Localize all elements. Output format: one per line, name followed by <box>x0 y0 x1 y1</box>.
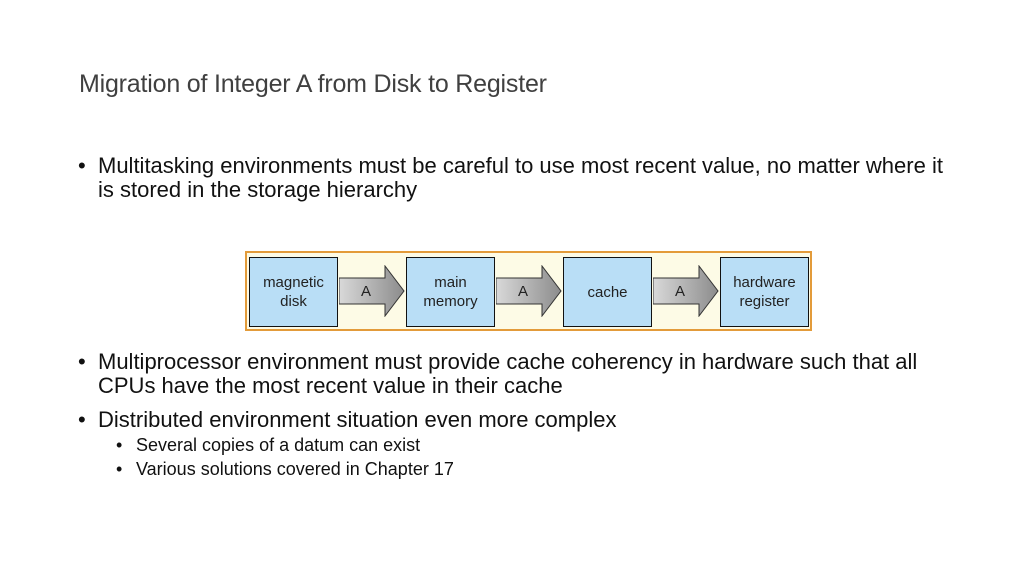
node-main-memory: main memory <box>406 257 495 327</box>
arrow-right-icon <box>339 265 405 317</box>
bullet-distributed: Distributed environment situation even m… <box>78 408 958 433</box>
node-cache: cache <box>563 257 652 327</box>
bullet-multiprocessor: Multiprocessor environment must provide … <box>78 350 958 398</box>
node-label: magnetic disk <box>263 274 324 310</box>
node-magnetic-disk: magnetic disk <box>249 257 338 327</box>
bullet-multitasking: Multitasking environments must be carefu… <box>78 154 958 202</box>
sub-bullet-list: Several copies of a datum can exist Vari… <box>78 433 958 481</box>
arrow-right-icon <box>653 265 719 317</box>
node-hardware-register: hardware register <box>720 257 809 327</box>
sub-bullet-copies: Several copies of a datum can exist <box>78 433 958 457</box>
arrow-label: A <box>674 282 685 300</box>
arrow-cache-to-register: A <box>653 265 719 317</box>
arrow-label: A <box>360 282 371 300</box>
bullet-list-bottom: Multiprocessor environment must provide … <box>78 350 958 482</box>
node-label: main memory <box>423 274 478 310</box>
arrow-memory-to-cache: A <box>496 265 562 317</box>
arrow-right-icon <box>496 265 562 317</box>
node-label: cache <box>587 283 628 301</box>
arrow-disk-to-memory: A <box>339 265 405 317</box>
bullet-list-top: Multitasking environments must be carefu… <box>78 154 958 212</box>
slide-title: Migration of Integer A from Disk to Regi… <box>79 70 547 98</box>
arrow-label: A <box>517 282 528 300</box>
sub-bullet-solutions: Various solutions covered in Chapter 17 <box>78 457 958 481</box>
node-label: hardware register <box>733 274 796 310</box>
storage-migration-diagram: magnetic disk A main memory A <box>245 251 812 331</box>
